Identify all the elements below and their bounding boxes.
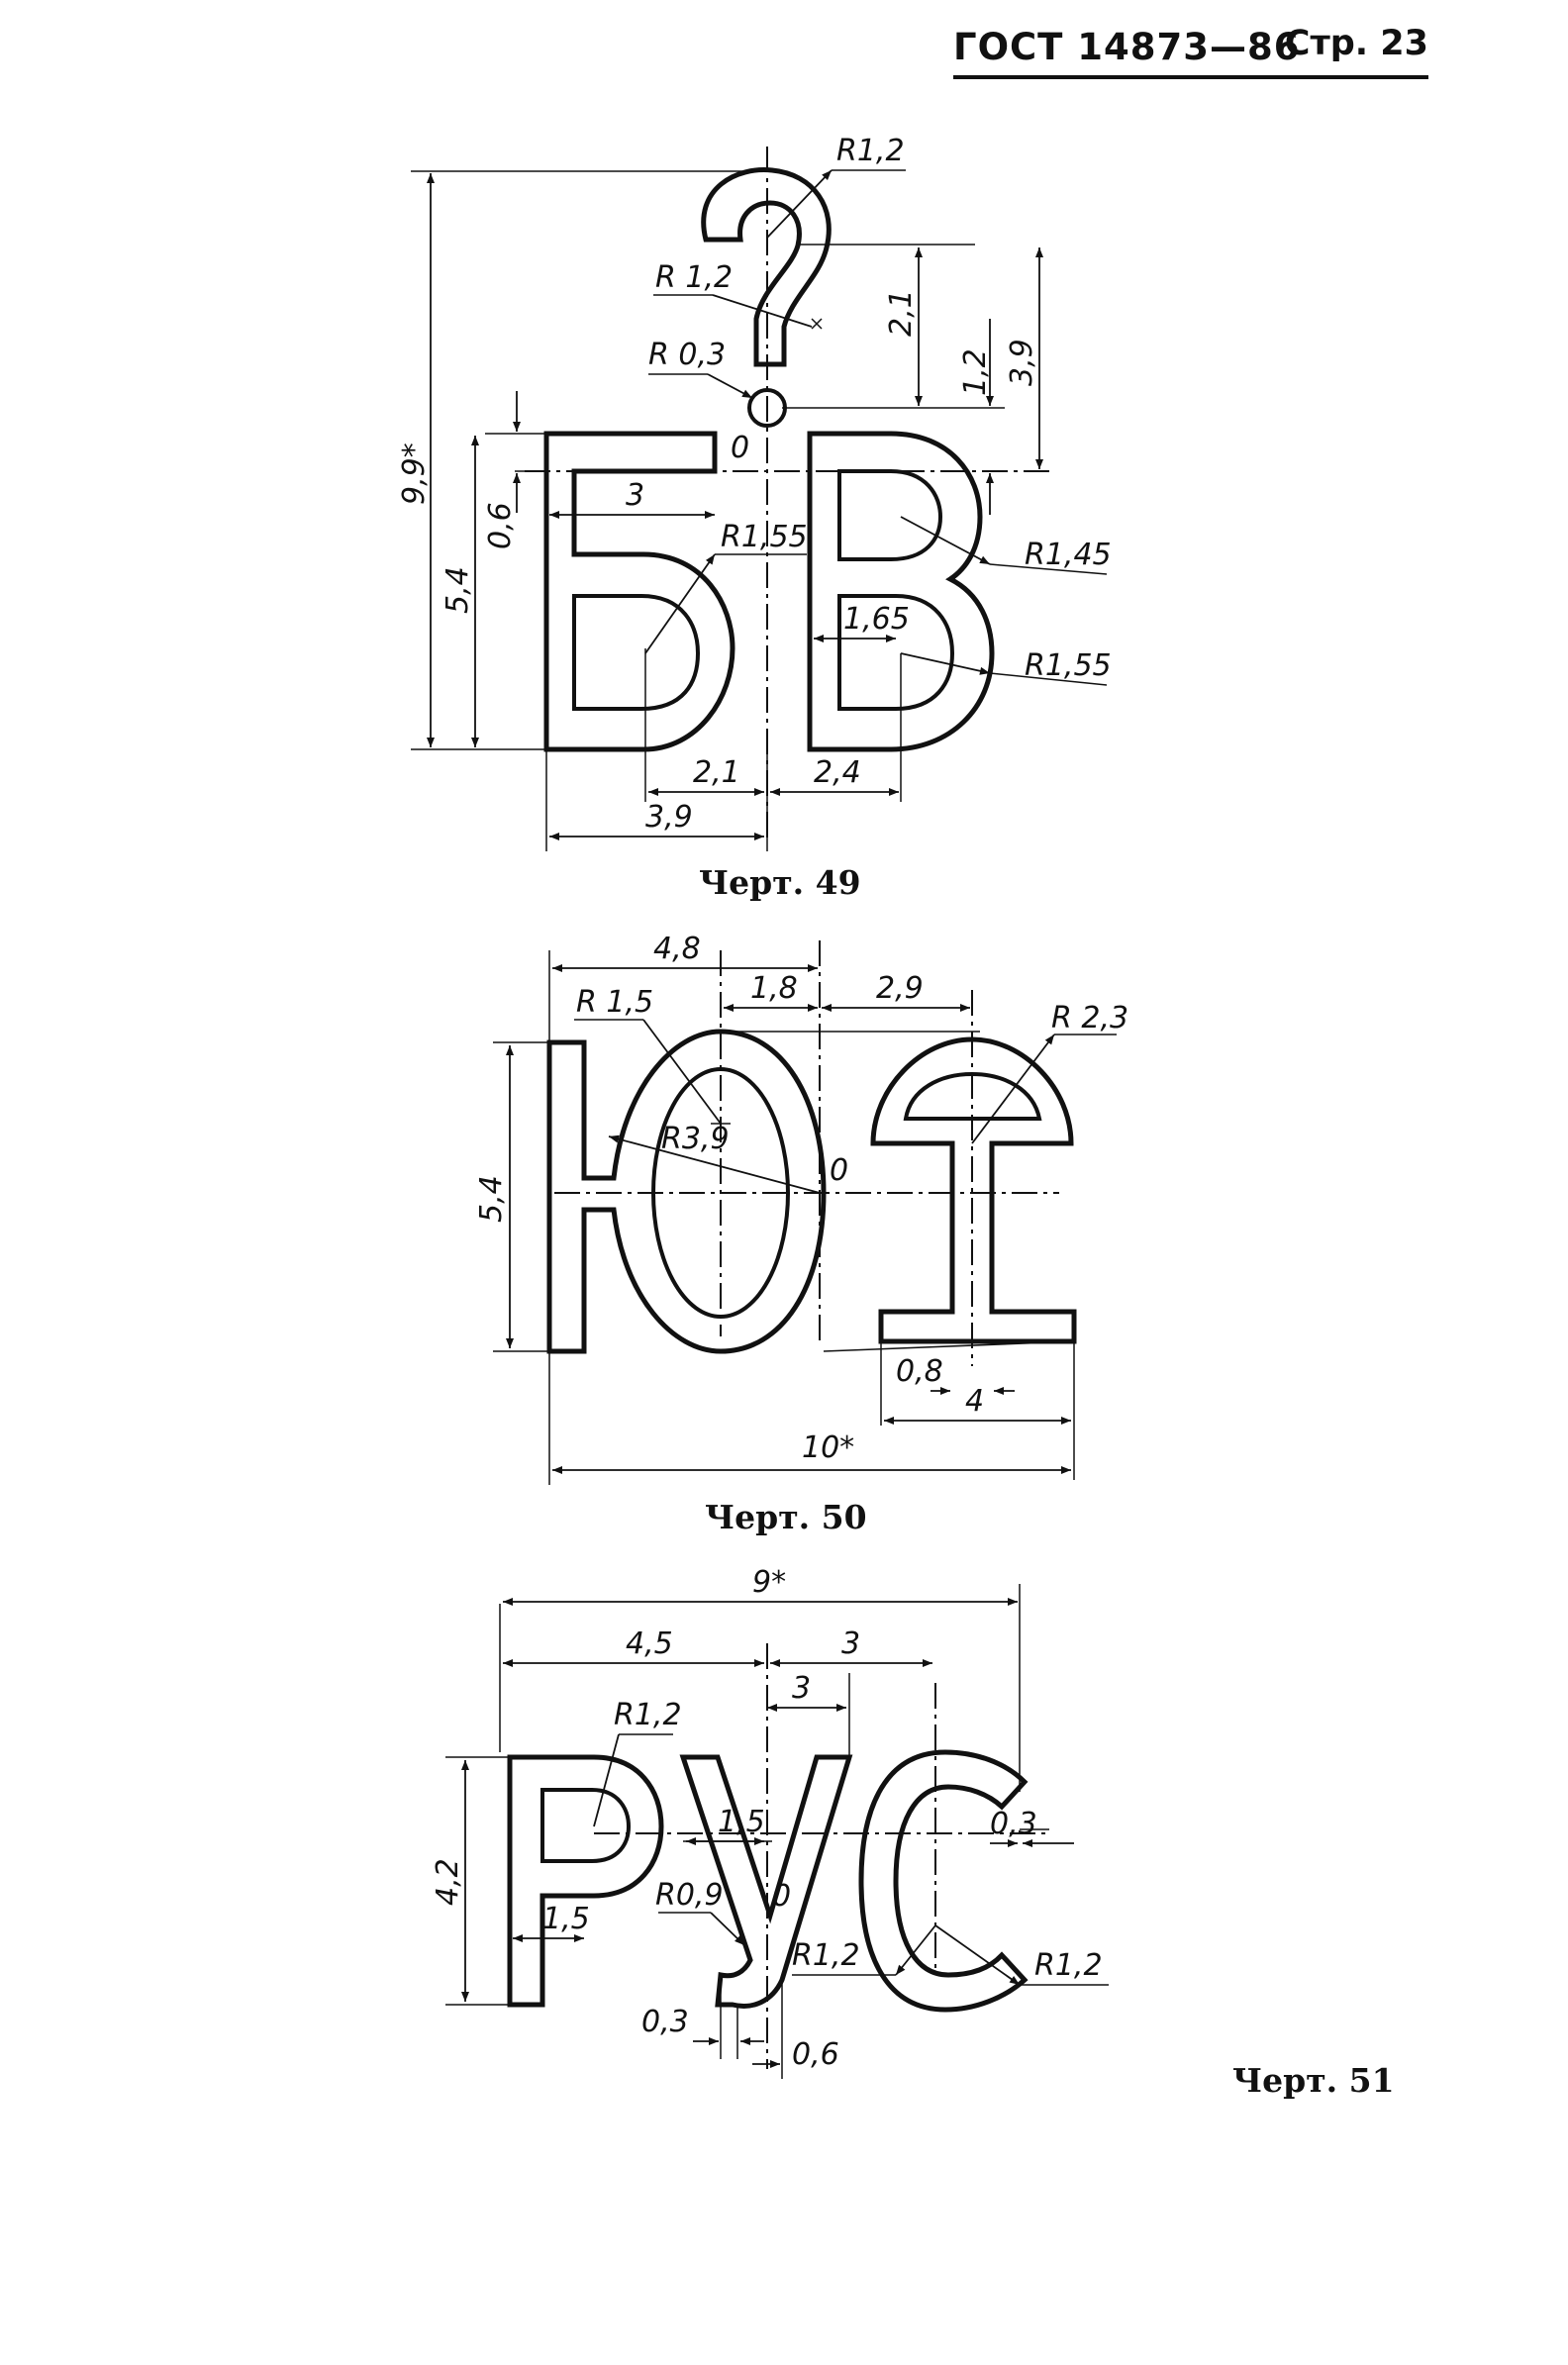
header-rule: [953, 75, 1428, 79]
dim-2-9: 2,9: [876, 971, 924, 1006]
page-header: ГОСТ 14873—86 Стр. 23: [953, 18, 1428, 83]
origin-51: 0: [772, 1879, 791, 1914]
dim-3-top: 3: [841, 1626, 860, 1661]
letter-ve-glyph: [810, 434, 992, 749]
letter-es-glyph: [861, 1752, 1025, 2010]
dim-1-65: 1,65: [843, 602, 910, 637]
dim-2-1-bottom: 2,1: [693, 755, 740, 790]
question-mark-glyph: [704, 170, 830, 364]
dim-r-1-55-be: R1,55: [721, 520, 808, 554]
origin-50: 0: [830, 1153, 848, 1188]
dim-2-1-right: 2,1: [884, 289, 919, 337]
figure-49-dimensions: R1,2 R 1,2 R 0,3 2,1 1,2 3,9 9,9* 5,4 0,…: [397, 134, 1112, 835]
dim-5-4: 5,4: [441, 566, 475, 614]
dim-10: 10*: [802, 1430, 854, 1465]
dim-3-9-bottom: 3,9: [645, 800, 693, 835]
dim-2-4: 2,4: [814, 755, 861, 790]
caption-figure-50: Черт. 50: [705, 1498, 867, 1536]
dim-r-2-3: R 2,3: [1051, 1001, 1128, 1035]
letter-yu-glyph: [549, 1032, 824, 1351]
dim-4-5: 4,5: [626, 1626, 673, 1661]
dim-1-8: 1,8: [750, 971, 798, 1006]
dim-r-1-5: R 1,5: [576, 985, 653, 1020]
dim-1-5-u: 1,5: [718, 1805, 765, 1839]
caption-figure-49: Черт. 49: [699, 863, 861, 902]
dim-0-8: 0,8: [896, 1354, 943, 1389]
letter-be-glyph: [546, 434, 733, 749]
letter-te-glyph: [873, 1039, 1074, 1341]
page-number: Стр. 23: [1284, 24, 1428, 63]
dim-r-3-9: R3,9: [661, 1122, 730, 1156]
dim-4-8: 4,8: [653, 932, 701, 966]
figure-51-dimensions: 9* 4,5 3 3 R1,2 1,5 0,3 4,2 R0,9 0 1,5 R…: [431, 1565, 1103, 2072]
dim-0-6: 0,6: [792, 2037, 839, 2072]
dim-9-9: 9,9*: [397, 443, 432, 505]
dim-r-0-3: R 0,3: [648, 338, 726, 372]
dim-r-1-2-top: R1,2: [836, 134, 905, 168]
dim-r-0-9: R0,9: [655, 1878, 724, 1913]
dim-0-3-bottom: 0,3: [641, 2005, 689, 2039]
dim-1-2-right: 1,2: [958, 348, 993, 396]
figure-50: [493, 940, 1117, 1485]
dim-3-9-right: 3,9: [1005, 339, 1039, 386]
dim-r-1-2-u: R1,2: [792, 1938, 860, 1973]
dim-1-5-er: 1,5: [542, 1902, 590, 1936]
dim-r-1-55-ve: R1,55: [1025, 648, 1112, 683]
dim-r-1-2-mid: R 1,2: [655, 260, 733, 295]
letter-er-glyph: [510, 1757, 661, 2005]
dim-3-mid: 3: [792, 1671, 811, 1706]
figure-51: [445, 1584, 1109, 2079]
dim-r-1-45: R1,45: [1025, 538, 1112, 572]
dim-0-3-es: 0,3: [990, 1807, 1037, 1841]
dim-9: 9*: [752, 1565, 786, 1600]
caption-figure-51: Черт. 51: [1232, 2061, 1395, 2100]
figure-50-dimensions: 4,8 1,8 2,9 R 1,5 R 2,3 R3,9 0 5,4 0,8 4…: [474, 932, 1128, 1465]
origin-49: 0: [731, 431, 749, 465]
letter-u-glyph: [683, 1757, 849, 2006]
dim-5-4-yu: 5,4: [474, 1175, 509, 1223]
dim-r-1-2-es: R1,2: [1034, 1948, 1103, 1983]
dim-3: 3: [626, 478, 644, 513]
dim-4-2: 4,2: [431, 1858, 465, 1906]
figure-49: [411, 147, 1107, 851]
dim-0-6: 0,6: [483, 502, 518, 549]
dim-r-1-2-er: R1,2: [614, 1698, 682, 1732]
dim-4: 4: [965, 1384, 984, 1419]
standard-number: ГОСТ 14873—86: [953, 26, 1301, 68]
